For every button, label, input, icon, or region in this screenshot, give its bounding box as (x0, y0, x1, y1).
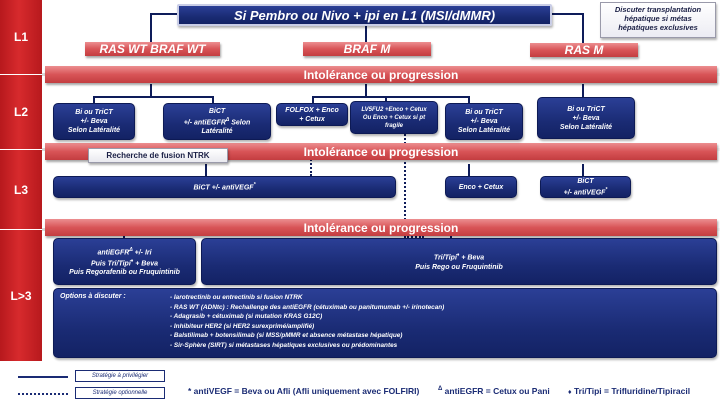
connector (150, 13, 152, 43)
connector (582, 84, 584, 98)
connector (582, 164, 584, 176)
connector (93, 96, 214, 98)
connector (205, 164, 207, 176)
l3-ras-m-bict: BiCT +/- antiVEGF* (540, 176, 631, 198)
l4-tri-tipi-beva: Tri/Tipi♦ + Beva Puis Rego ou Fruquintin… (201, 238, 717, 285)
legend-preferred: Stratégie à privilégier (75, 370, 165, 382)
connector (365, 25, 367, 43)
footnote-tri-tipi: ♦ Tri/Tipi = Trifluridine/Tipiracil (568, 386, 691, 396)
options-list: - larotrectinib ou entrectinib si fusion… (170, 293, 710, 351)
connector (582, 13, 584, 43)
connector (450, 234, 452, 239)
line-label-l4: L>3 (0, 230, 42, 362)
group-ras-wt-braf-wt: RAS WT BRAF WT (85, 42, 220, 56)
l3-enco-cetux: Enco + Cetux (445, 176, 517, 198)
transplant-note: Discuter transplantation hépatique si mé… (600, 2, 716, 38)
connector (468, 164, 470, 176)
options-label: Options à discuter : (60, 293, 126, 300)
l2-braf-folfox-enco: FOLFOX + Enco+ Cetux (276, 103, 348, 126)
legend-dotted-line (18, 393, 68, 395)
option-item: - RAS WT (ADNtc) : Rechallenge des antiE… (170, 303, 445, 311)
connector (123, 234, 125, 239)
optional-connector (404, 134, 406, 236)
line-label-l3: L3 (0, 150, 42, 230)
l2-ras-wt-bict-antiegfr: BiCT +/- antiEGFRΔ Selon Latéralité (163, 103, 271, 140)
intolerance-banner-1: Intolérance ou progression (45, 66, 717, 83)
option-item: - Inhibiteur HER2 (si HER2 surexprimé/am… (170, 322, 315, 330)
connector (385, 96, 387, 104)
connector (468, 96, 470, 104)
connector (93, 96, 95, 104)
option-item: - Adagrasib + cétuximab (si mutation KRA… (170, 313, 323, 321)
legend-solid-line (18, 376, 68, 378)
group-braf-m: BRAF M (303, 42, 431, 56)
line-label-l2: L2 (0, 75, 42, 150)
connector (150, 84, 152, 98)
connector (365, 84, 367, 98)
l3-bict-antivegf: BiCT +/- antiVEGF* (53, 176, 396, 198)
option-item: - Balstilimab + botensilimab (si MSS/pMM… (170, 332, 403, 340)
connector (312, 96, 470, 98)
line-label-l1: L1 (0, 0, 42, 75)
ntrk-fusion-search: Recherche de fusion NTRK (88, 148, 228, 163)
connector (312, 96, 314, 104)
intolerance-banner-3: Intolérance ou progression (45, 219, 717, 236)
l4-antiegfr-regimen: antiEGFRΔ +/- Iri Puis Tri/Tipi♦ + Beva … (53, 238, 196, 285)
option-item: - larotrectinib ou entrectinib si fusion… (170, 294, 303, 301)
footnote-antivegf: * antiVEGF = Beva ou Afli (Afli uniqueme… (188, 386, 420, 396)
option-item: - Sir-Sphère (SIRT) si métastases hépati… (170, 341, 398, 349)
optional-connector (404, 236, 424, 238)
connector (212, 96, 214, 104)
legend-optional: Stratégie optionnelle (75, 387, 165, 399)
page-title: Si Pembro ou Nivo + ipi en L1 (MSI/dMMR) (177, 4, 552, 26)
group-ras-m: RAS M (530, 43, 638, 57)
footnote-antiegfr: Δ antiEGFR = Cetux ou Pani (438, 386, 550, 396)
optional-connector (310, 156, 312, 176)
options-box (53, 288, 717, 358)
